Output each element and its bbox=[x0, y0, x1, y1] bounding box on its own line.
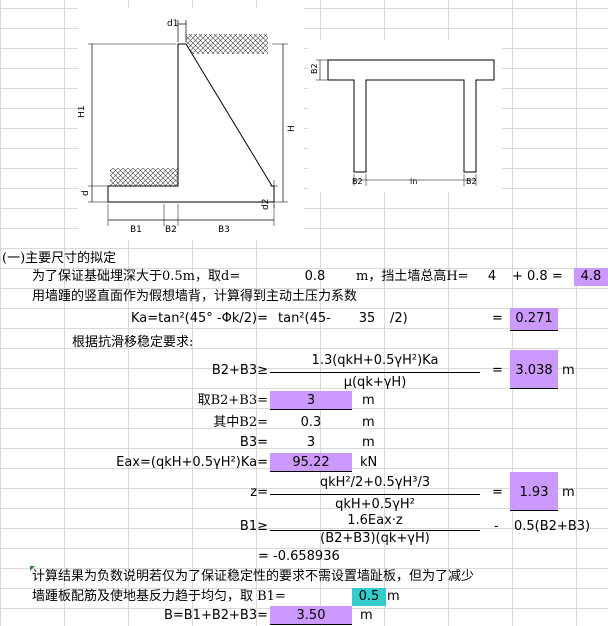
b1-label: B1≥ bbox=[239, 519, 268, 534]
b23-unit: m bbox=[562, 363, 575, 378]
b3-value-cell[interactable]: 3 bbox=[306, 435, 316, 450]
retaining-wall-drawing: d1 H1 d H d2 B1 B2 B3 bbox=[77, 19, 297, 235]
eax-value[interactable]: 95.22 bbox=[292, 455, 330, 470]
b1-chosen-value[interactable]: 0.5 bbox=[358, 589, 380, 604]
b23-label: B2+B3≥ bbox=[211, 363, 268, 378]
b23-highlight bbox=[510, 350, 558, 388]
backfill-soil-hatch bbox=[186, 34, 268, 54]
label-h: H bbox=[287, 125, 297, 132]
take-b23-value[interactable]: 3 bbox=[306, 393, 316, 408]
t-section-outline bbox=[327, 59, 495, 173]
b1-chosen-highlight bbox=[352, 588, 386, 606]
z-underline bbox=[510, 510, 558, 511]
b1-result[interactable]: = -0.658936 bbox=[258, 549, 340, 564]
z-label: z= bbox=[250, 485, 268, 500]
b1-denominator: (B2+B3)(qk+γH) bbox=[320, 531, 430, 546]
take-b23-label: 取B2+B3= bbox=[197, 393, 268, 408]
b1-fraction-line bbox=[270, 530, 480, 531]
label-h1: H1 bbox=[78, 106, 87, 119]
b-total-label: B=B1+B2+B3= bbox=[163, 608, 268, 623]
z-highlight bbox=[510, 472, 558, 510]
total-height-value[interactable]: 4.8 bbox=[580, 269, 602, 284]
t-label-ln: ln bbox=[410, 177, 417, 186]
take-b23-unit: m bbox=[362, 393, 375, 408]
b1-tail: 0.5(B2+B3) bbox=[514, 519, 591, 534]
ka-label: Ka=tan²(45° -Φk/2)= bbox=[131, 311, 268, 326]
b3-unit: m bbox=[362, 435, 375, 450]
b23-equals: = bbox=[492, 363, 503, 378]
t-section-drawing: B2 B2 ln B2 bbox=[310, 59, 495, 186]
retaining-wall-section-figure: d1 H1 d H d2 B1 B2 B3 bbox=[77, 8, 304, 240]
ka-equals: = bbox=[492, 311, 503, 326]
comment-marker-icon bbox=[30, 566, 35, 571]
section-title: (一)主要尺寸的拟定 bbox=[2, 251, 117, 266]
eax-underline bbox=[270, 471, 352, 472]
label-b1: B1 bbox=[130, 225, 142, 235]
label-d2: d2 bbox=[261, 199, 271, 210]
t-section-figure: B2 B2 ln B2 bbox=[308, 40, 502, 192]
d-value-cell[interactable]: 0.8 bbox=[304, 269, 326, 284]
b23-denominator: μ(qk+γH) bbox=[343, 375, 407, 390]
t-label-b2-right: B2 bbox=[466, 177, 477, 186]
t-label-b2-top: B2 bbox=[310, 63, 319, 74]
total-height-highlight bbox=[574, 268, 608, 286]
ka-expr-prefix: tan²(45- bbox=[278, 311, 331, 326]
label-b2: B2 bbox=[165, 225, 177, 235]
z-unit: m bbox=[562, 485, 575, 500]
b-total-unit: m bbox=[360, 608, 373, 623]
eax-label: Eax=(qkH+0.5γH²)Ka= bbox=[116, 455, 268, 470]
ka-expr-suffix: /2) bbox=[390, 311, 408, 326]
front-soil-hatch bbox=[110, 168, 178, 186]
b23-fraction-line bbox=[270, 372, 480, 373]
b3-label: B3= bbox=[239, 435, 268, 450]
b1-numerator: 1.6Eax·z bbox=[347, 513, 403, 528]
eax-highlight bbox=[270, 453, 352, 471]
phi-value-cell[interactable]: 35 bbox=[358, 311, 376, 326]
b23-value[interactable]: 3.038 bbox=[515, 363, 553, 378]
ka-highlight bbox=[510, 308, 558, 330]
slide-stability-text: 根据抗滑移稳定要求: bbox=[72, 335, 194, 350]
label-d1: d1 bbox=[167, 19, 178, 29]
b23-numerator: 1.3(qkH+0.5γH²)Ka bbox=[311, 353, 439, 368]
row1-plus: + 0.8 = bbox=[512, 269, 563, 284]
z-numerator: qkH²/2+0.5γH³/3 bbox=[319, 475, 431, 490]
label-b3: B3 bbox=[218, 225, 230, 235]
note-line1: 计算结果为负数说明若仅为了保证稳定性的要求不需设置墙趾板，但为了减少 bbox=[32, 569, 475, 584]
b1-chosen-unit: m bbox=[387, 589, 400, 604]
z-fraction-line bbox=[270, 494, 480, 495]
ka-value[interactable]: 0.271 bbox=[515, 311, 553, 326]
take-b23-highlight bbox=[270, 391, 352, 409]
note-line2: 墙踵板配筋及使地基反力趋于均匀，取 B1= bbox=[32, 589, 286, 604]
b1-minus: - bbox=[494, 519, 499, 534]
take-b23-underline bbox=[270, 409, 352, 410]
eax-unit: kN bbox=[360, 455, 378, 470]
ka-underline bbox=[510, 330, 558, 331]
z-value[interactable]: 1.93 bbox=[519, 485, 549, 500]
b-total-highlight bbox=[270, 606, 352, 624]
b23-underline bbox=[510, 388, 558, 389]
h-value-cell[interactable]: 4 bbox=[487, 269, 497, 284]
b2-value-cell[interactable]: 0.3 bbox=[300, 415, 322, 430]
label-d: d bbox=[81, 190, 91, 196]
z-equals: = bbox=[492, 485, 503, 500]
b-total-value[interactable]: 3.50 bbox=[296, 608, 326, 623]
b2-label: 其中B2= bbox=[213, 415, 268, 430]
row1-text: 为了保证基础埋深大于0.5m，取d= bbox=[32, 269, 241, 284]
b-total-underline bbox=[270, 624, 352, 625]
row2-text: 用墙踵的竖直面作为假想墙背，计算得到主动土压力系数 bbox=[32, 289, 358, 304]
row1-unit: m，挡土墙总高H= bbox=[356, 269, 469, 284]
t-label-b2-left: B2 bbox=[352, 177, 363, 186]
b2-unit: m bbox=[362, 415, 375, 430]
z-denominator: qkH+0.5γH² bbox=[335, 497, 415, 512]
